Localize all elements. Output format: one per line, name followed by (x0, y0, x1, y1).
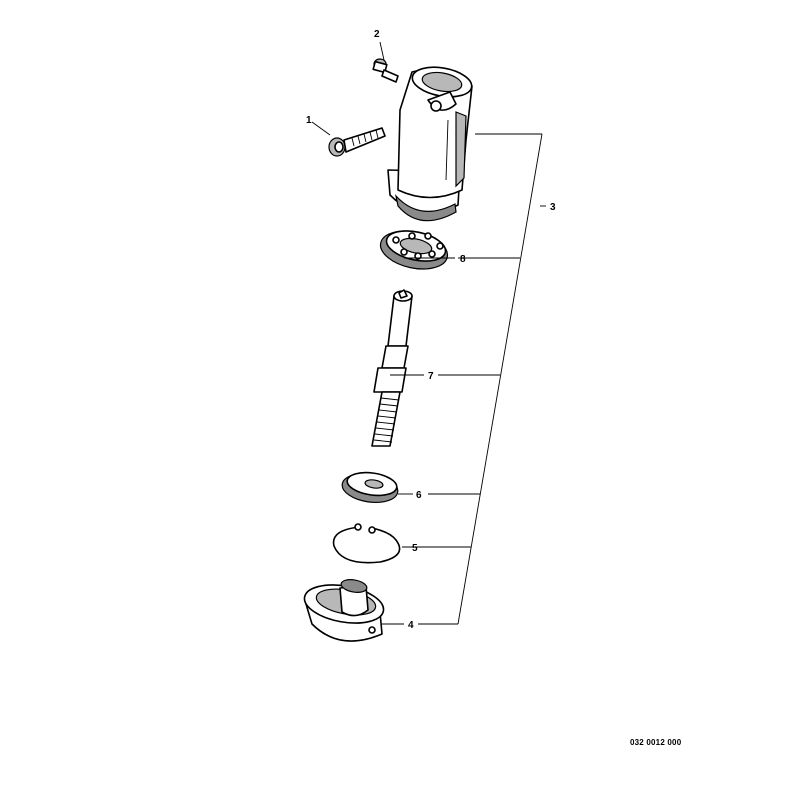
callout-8: 8 (460, 254, 466, 265)
callout-3: 3 (550, 202, 556, 213)
part-3-housing[interactable] (387, 63, 474, 222)
callout-4: 4 (408, 620, 414, 631)
part-4-cap[interactable] (301, 578, 386, 642)
part-7-shaft[interactable] (371, 289, 413, 447)
part-5-circlip[interactable] (332, 523, 401, 564)
callout-6: 6 (416, 490, 422, 501)
part-8-bearing[interactable] (377, 225, 451, 274)
callout-2: 2 (374, 29, 380, 40)
callout-leaders (382, 133, 546, 625)
callout-5: 5 (412, 543, 418, 554)
part-6-bearing[interactable] (340, 470, 399, 506)
drawing-number: 032 0012 000 (630, 738, 682, 747)
part-2-screw[interactable] (372, 41, 399, 83)
part-1-bolt[interactable] (311, 121, 386, 157)
callout-1: 1 (306, 115, 312, 126)
callout-7: 7 (428, 371, 434, 382)
